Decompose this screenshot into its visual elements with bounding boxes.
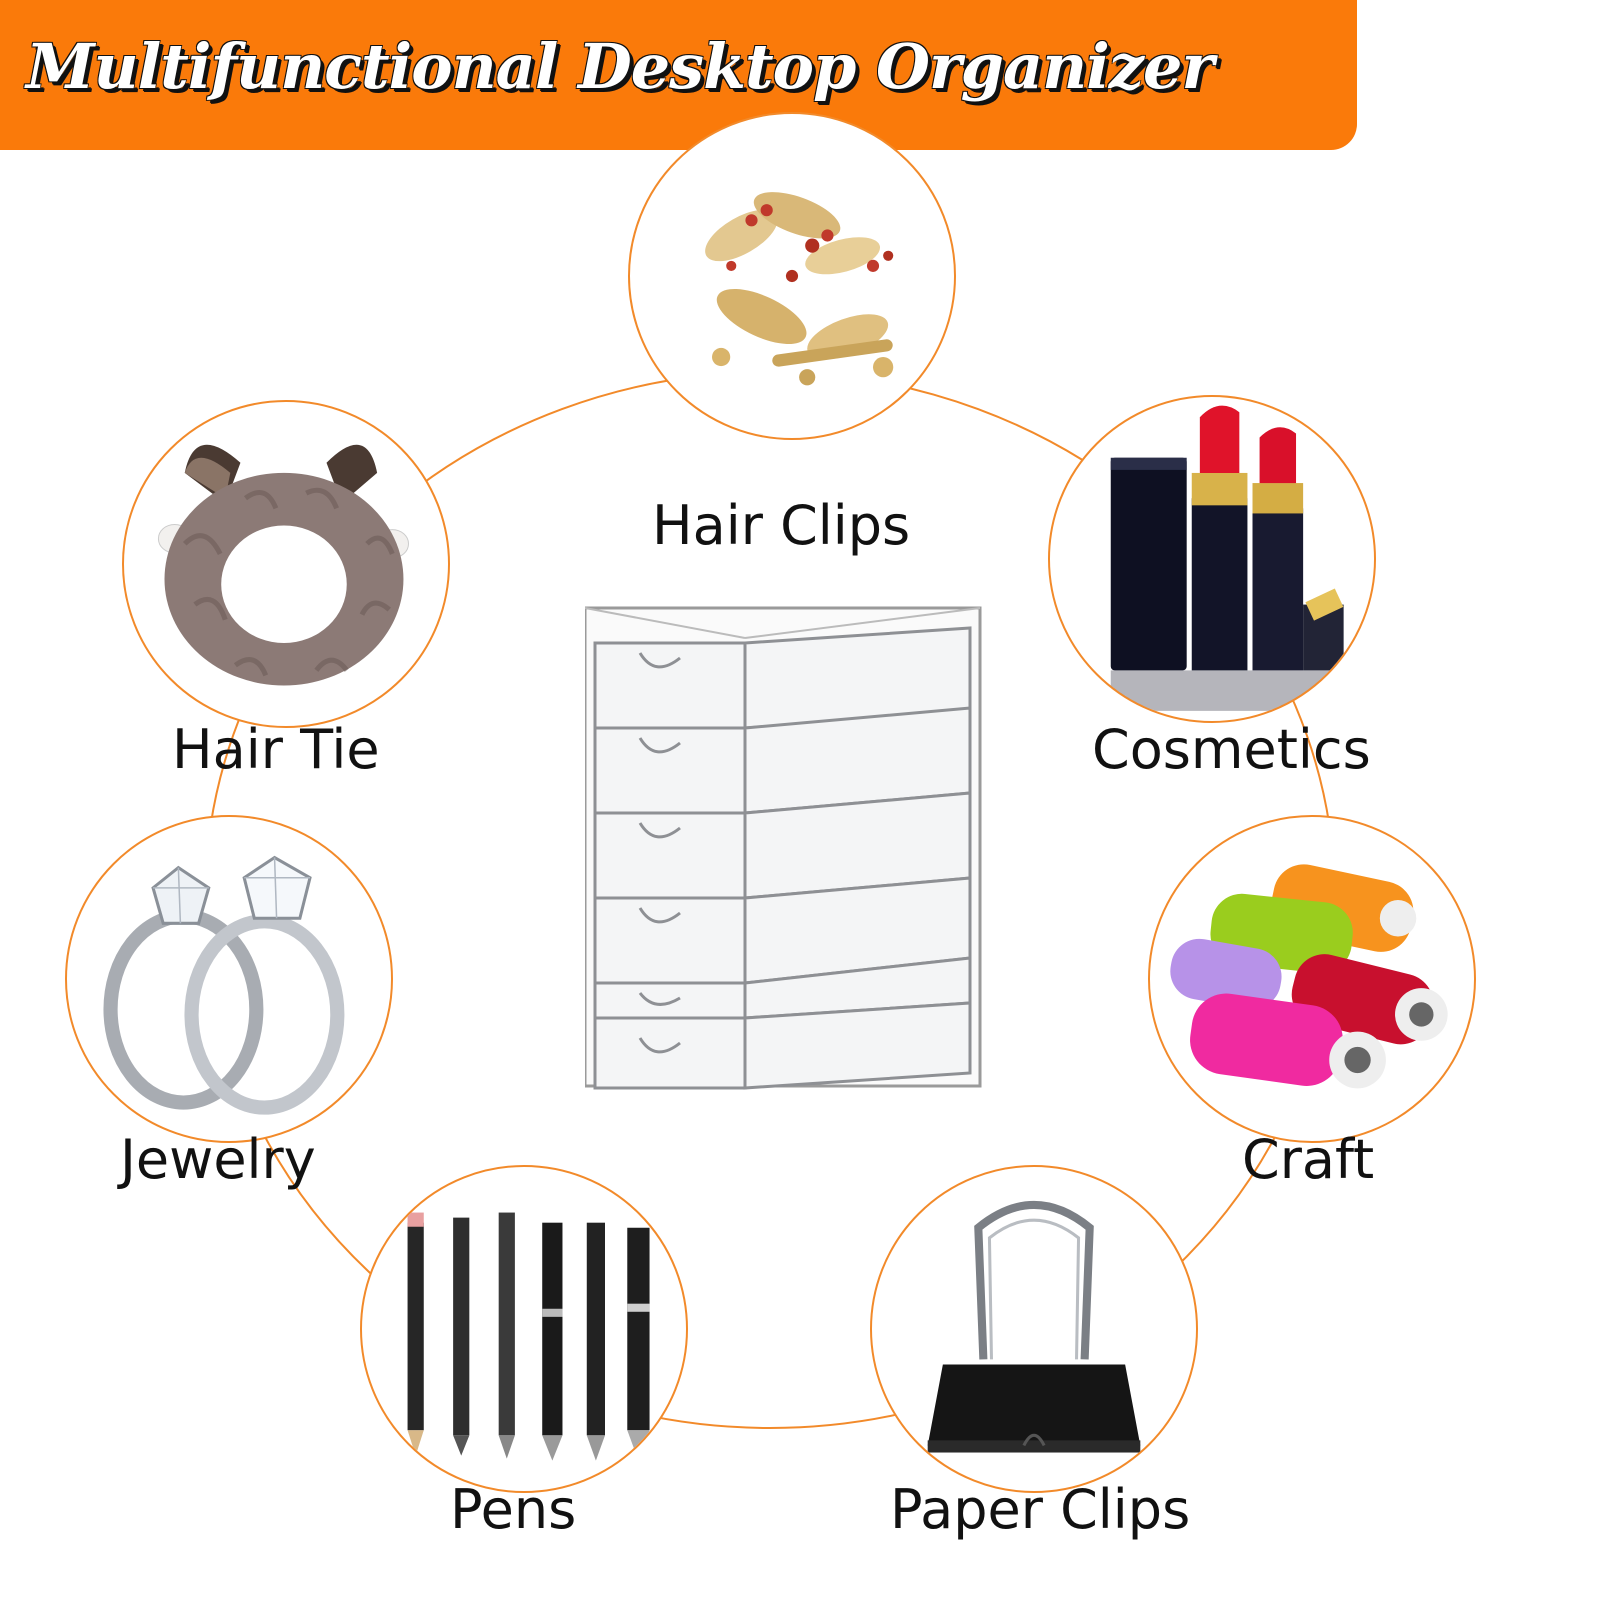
pen-icon xyxy=(360,1165,688,1493)
pens-label: Pens xyxy=(450,1478,577,1541)
acrylic-drawer-organizer-icon xyxy=(585,606,982,1090)
lipstick-icon xyxy=(1048,395,1376,723)
hair-tie-icon xyxy=(122,400,450,728)
ring-icon xyxy=(65,815,393,1143)
title-banner: Multifunctional Desktop Organizer xyxy=(0,0,1357,150)
page-title: Multifunctional Desktop Organizer xyxy=(26,30,1214,103)
paper-clips-label: Paper Clips xyxy=(890,1478,1191,1541)
hair-clips-label: Hair Clips xyxy=(652,494,911,557)
binder-clip-icon xyxy=(870,1165,1198,1493)
cosmetics-label: Cosmetics xyxy=(1092,718,1371,781)
thread-spool-icon xyxy=(1148,815,1476,1143)
hair-tie-label: Hair Tie xyxy=(172,718,380,781)
jewelry-label: Jewelry xyxy=(120,1128,316,1191)
craft-label: Craft xyxy=(1242,1128,1375,1191)
hair-clips-icon xyxy=(628,112,956,440)
